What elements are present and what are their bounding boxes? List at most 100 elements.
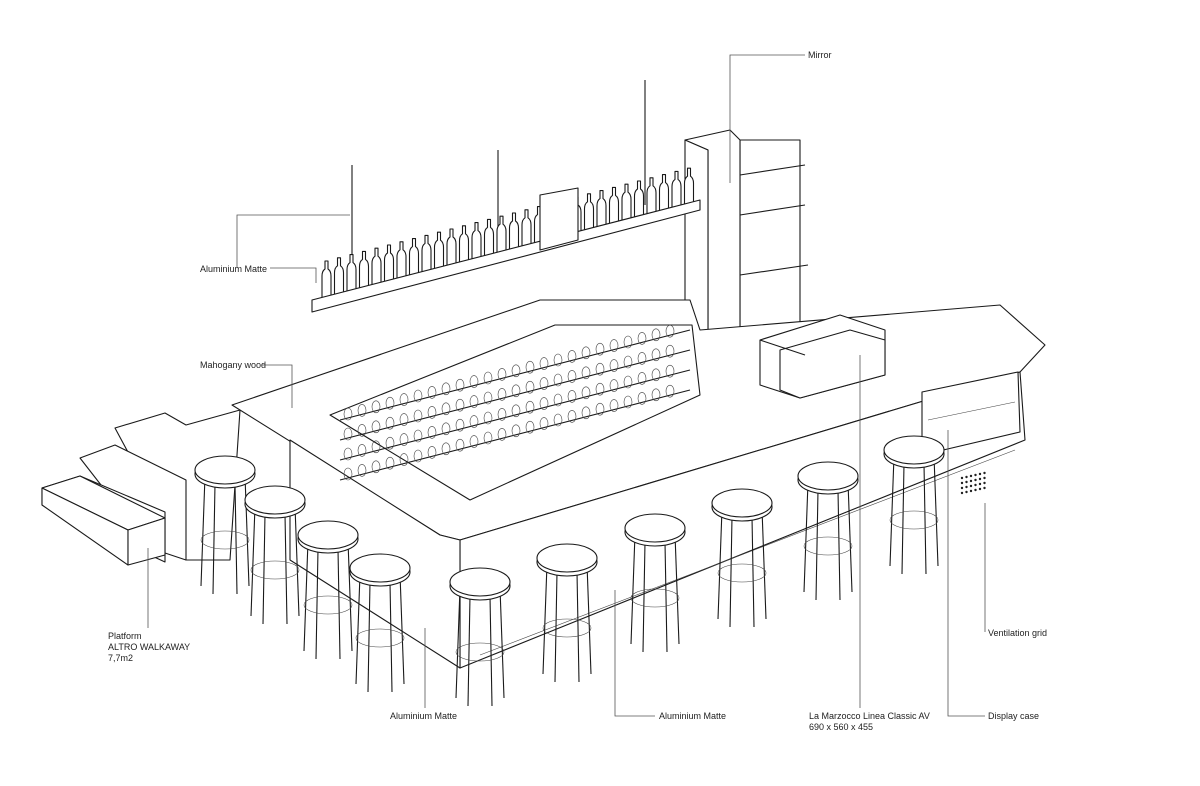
glass (623, 395, 633, 409)
stool-seat (624, 513, 686, 543)
glass (469, 415, 479, 428)
glass (427, 406, 437, 419)
bottle (421, 234, 432, 275)
vent-hole (965, 485, 968, 489)
stool-footrest (889, 510, 939, 530)
glass (413, 449, 423, 463)
glass (665, 364, 675, 378)
stool-leg (212, 483, 216, 595)
bar-stool (297, 520, 359, 660)
glass (497, 428, 507, 441)
stool-leg (200, 475, 206, 587)
stool-leg (847, 481, 853, 593)
espresso-machine (759, 314, 886, 399)
stool-leg (576, 571, 580, 683)
glass (609, 399, 619, 412)
bar-stool (349, 553, 411, 693)
stool-leg (250, 505, 256, 617)
stool-leg (642, 541, 646, 653)
glass (609, 379, 619, 392)
glass (595, 342, 605, 356)
bottle (333, 257, 345, 298)
bar-stool (797, 461, 859, 601)
label-ventilation: Ventilation grid (988, 628, 1048, 638)
glass (609, 339, 619, 352)
stool-leg (367, 581, 371, 693)
label-mirror: Mirror (808, 50, 832, 60)
stool-footrest (250, 560, 300, 580)
bottle (321, 260, 332, 301)
bottle (383, 244, 395, 285)
stool-footrest (803, 536, 853, 556)
glass-racks (339, 324, 691, 481)
glass (539, 357, 549, 370)
stool-leg (389, 581, 393, 693)
glass (581, 406, 591, 420)
vent-hole (983, 476, 986, 480)
vent-hole (983, 481, 986, 485)
bottle (508, 212, 520, 253)
label-aluminium-left: Aluminium Matte (390, 711, 458, 721)
glass (385, 456, 395, 470)
hanging-bottle-shelf (311, 80, 701, 313)
bottle (471, 222, 482, 263)
stool-leg (542, 563, 548, 675)
glass (665, 324, 675, 338)
stool-leg (315, 548, 319, 660)
vent-hole (969, 474, 973, 478)
bottle (458, 225, 470, 266)
bottle (596, 190, 607, 231)
platform-stairs (41, 409, 241, 566)
bottle (521, 209, 532, 250)
label-aluminium-shelf: Aluminium Matte (200, 264, 268, 274)
stool-footrest (355, 628, 405, 648)
bottle (371, 247, 382, 288)
vent-hole (983, 471, 986, 475)
glass (427, 386, 437, 399)
stool-seat (297, 520, 359, 550)
glass (497, 388, 507, 401)
label-espresso-name: La Marzocco Linea Classic AV (809, 711, 930, 721)
bottle (483, 218, 495, 259)
stool-leg (489, 595, 493, 707)
stool-leg (837, 489, 841, 601)
glass (455, 418, 465, 432)
glass (343, 427, 353, 441)
bar-stool (536, 543, 598, 683)
stool-leg (889, 455, 895, 567)
glass (455, 378, 465, 392)
glass (511, 364, 521, 378)
vent-hole (974, 473, 977, 477)
vent-hole (969, 479, 973, 483)
glass (427, 426, 437, 439)
glass (539, 397, 549, 410)
glass (651, 328, 661, 342)
label-mahogany: Mahogany wood (200, 360, 267, 370)
ventilation-grid (960, 471, 986, 495)
glass (455, 438, 465, 452)
bar-stool (244, 485, 306, 625)
glass (483, 431, 493, 445)
vent-hole (978, 472, 982, 476)
vent-hole (960, 486, 964, 490)
stool-seat (349, 553, 411, 583)
glass (595, 362, 605, 376)
bottle (658, 174, 670, 215)
vent-hole (974, 488, 977, 492)
label-platform-line2: ALTRO WALKAWAY (108, 642, 191, 652)
bar-stool (194, 455, 256, 595)
glass (651, 388, 661, 402)
glass (441, 422, 451, 436)
stool-leg (751, 516, 755, 628)
vent-hole (978, 477, 982, 481)
bottle (683, 167, 695, 208)
glass (357, 464, 367, 477)
vent-hole (960, 476, 964, 480)
bottle (433, 231, 445, 272)
glass (651, 348, 661, 362)
glass (357, 444, 367, 457)
bottle (633, 180, 645, 221)
glass (595, 402, 605, 416)
stool-seat (711, 488, 773, 518)
